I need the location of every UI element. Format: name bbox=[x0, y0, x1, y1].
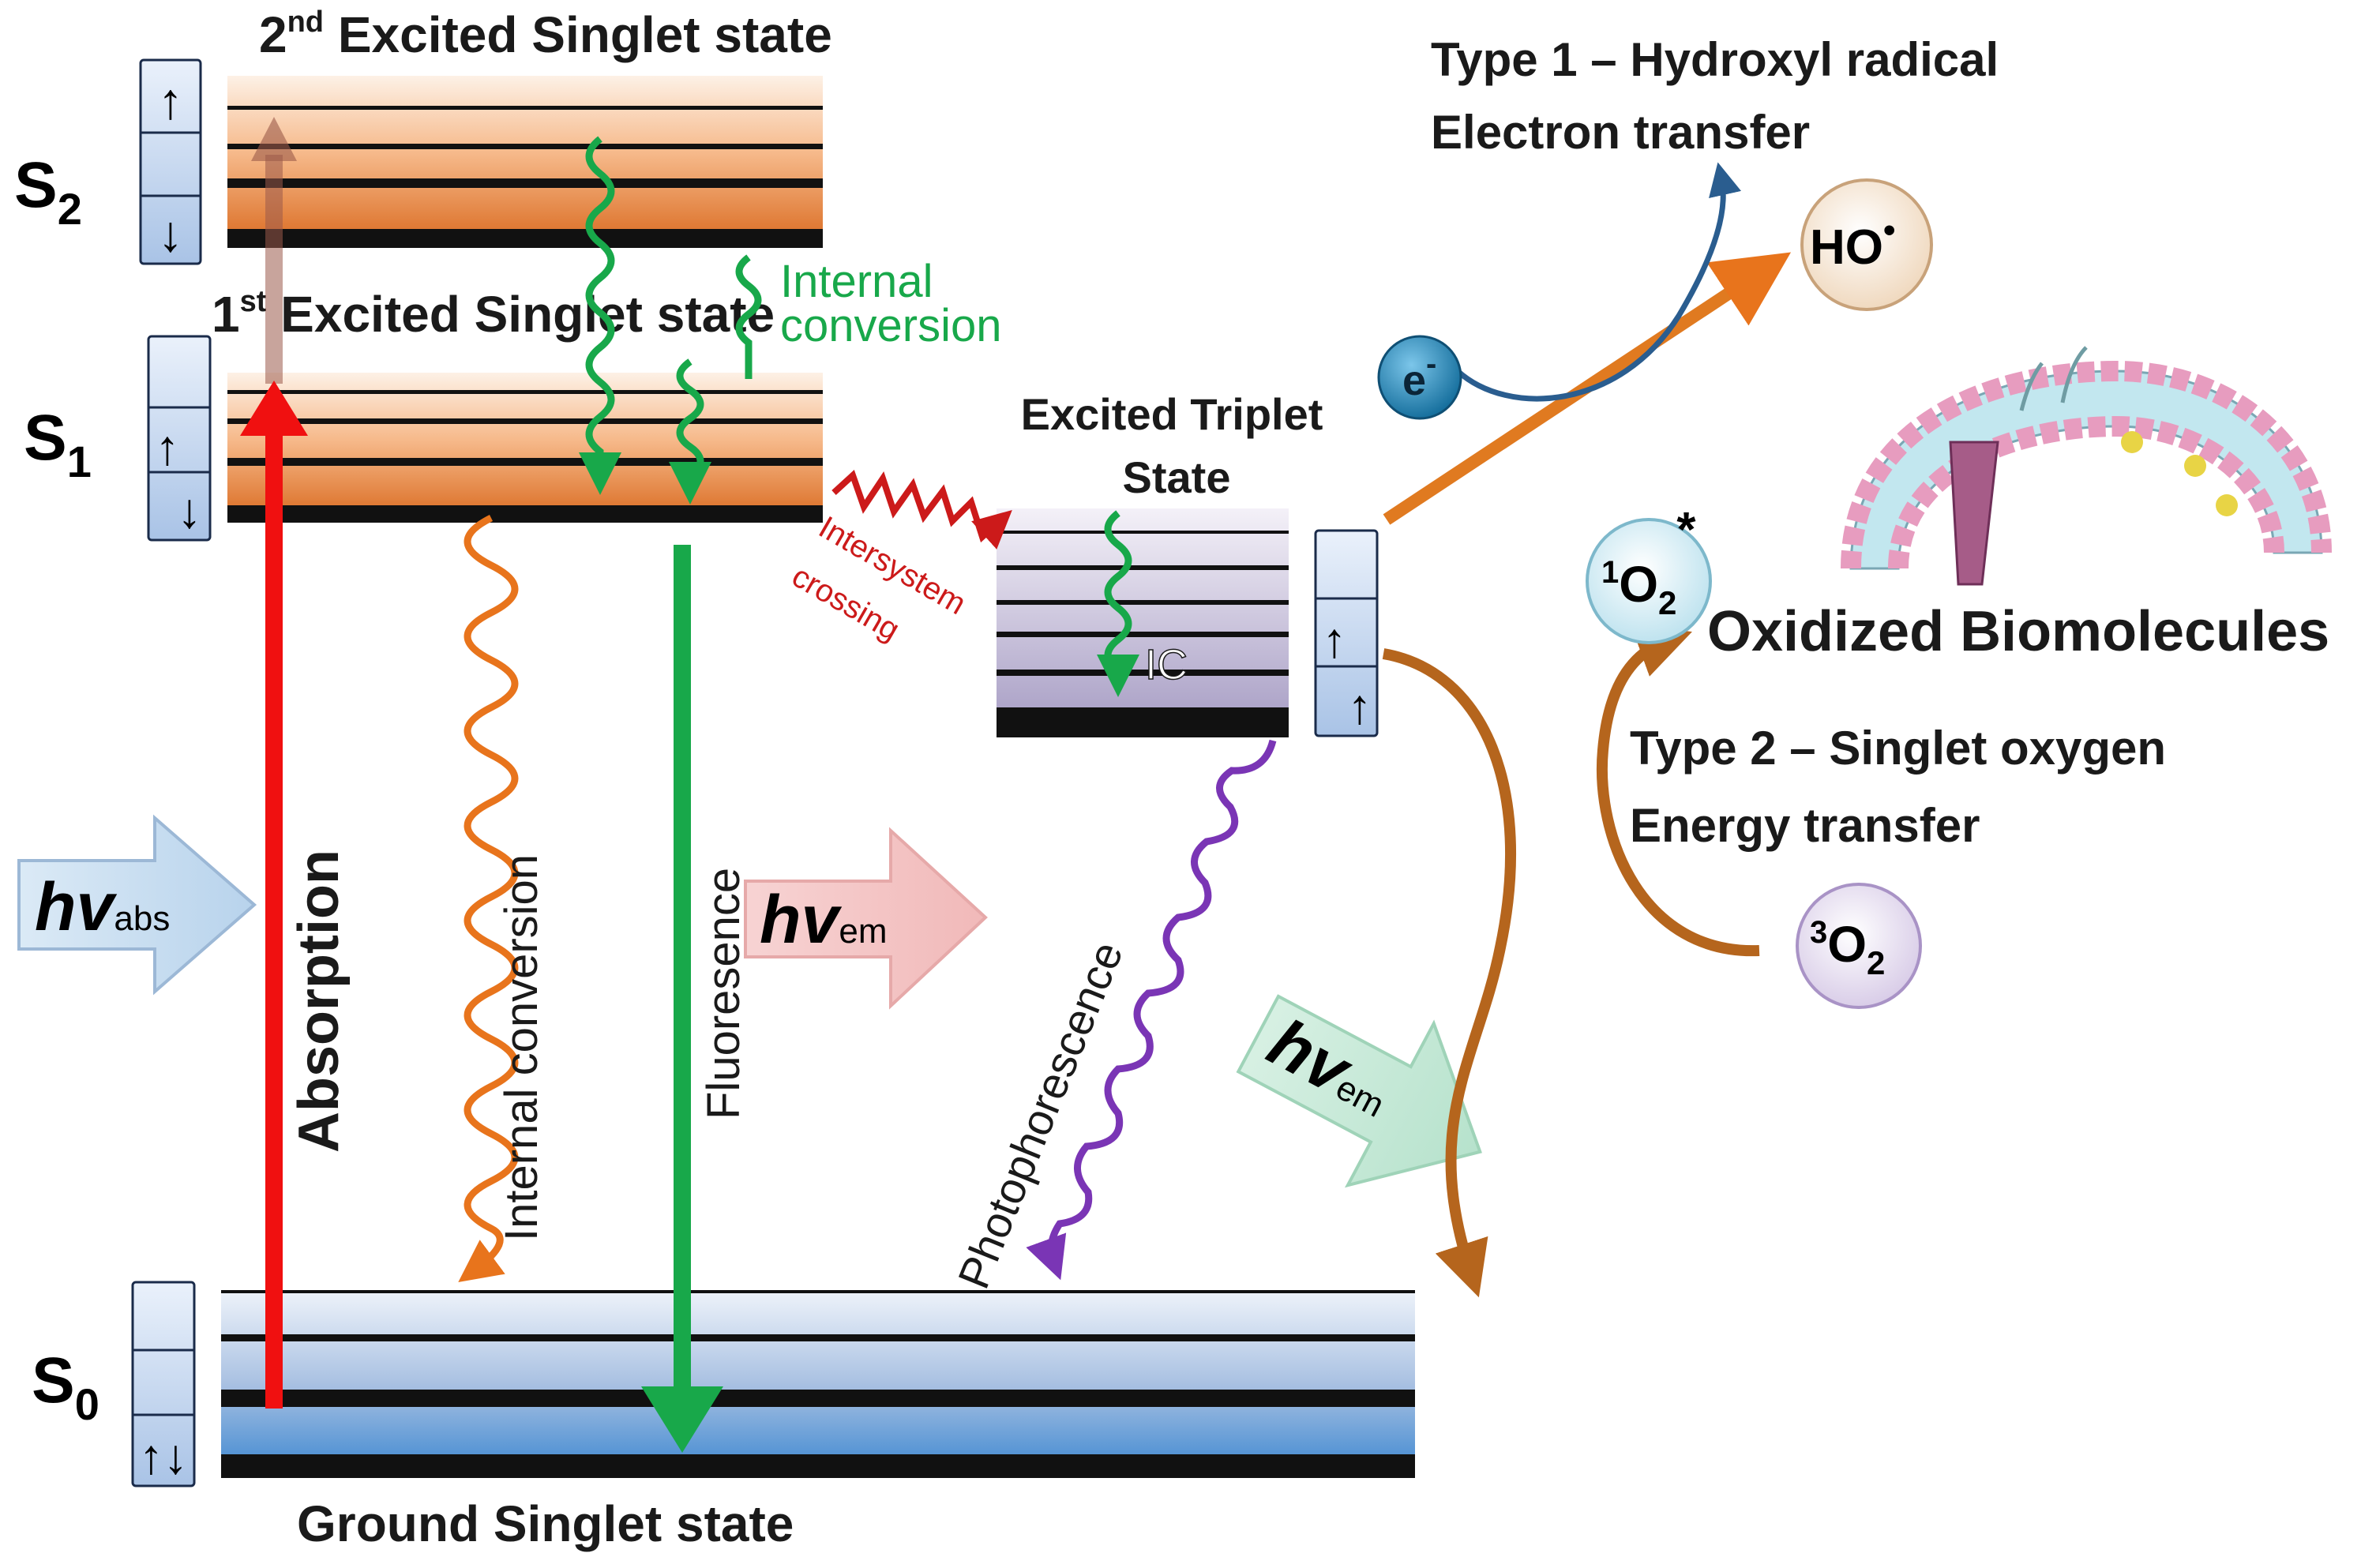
ic-squiggle-s2-s1 bbox=[579, 136, 621, 495]
membrane-illustration bbox=[1841, 346, 2332, 586]
energy-transfer-arrow bbox=[1597, 624, 1760, 957]
type2-line2: Energy transfer bbox=[1630, 799, 1980, 852]
s2-symbol: S2 bbox=[14, 149, 82, 234]
electron-label: e- bbox=[1402, 347, 1436, 404]
absorption-label: Absorption bbox=[287, 850, 351, 1153]
s2-title: 2nd Excited Singlet state bbox=[259, 6, 832, 63]
s0-line-4 bbox=[221, 1454, 1415, 1478]
triplet-spin-box: ↑ ↑ bbox=[1314, 529, 1379, 737]
s2-spin-box: ↑ ↓ bbox=[139, 58, 202, 265]
s0-symbol: S0 bbox=[32, 1345, 99, 1429]
s1-band bbox=[227, 373, 823, 523]
triplet-line-1 bbox=[997, 531, 1289, 534]
triplet-line-5 bbox=[997, 670, 1289, 676]
ic-squiggle-triplet bbox=[1097, 510, 1139, 697]
singlet-oxygen-label: 1O2* bbox=[1601, 503, 1696, 621]
s1-line-1 bbox=[227, 390, 823, 394]
s1-level bbox=[227, 373, 823, 523]
ic-label: IC bbox=[1145, 641, 1188, 688]
triplet-line-6 bbox=[997, 707, 1289, 737]
s0-spin-pair: ↑↓ bbox=[139, 1430, 188, 1484]
absorption-arrow bbox=[240, 117, 308, 1409]
s1-title: 1st Excited Singlet state bbox=[212, 285, 775, 343]
triplet-spin-up-1: ↑ bbox=[1323, 613, 1347, 668]
s1-spin-up: ↑ bbox=[156, 421, 180, 475]
fluorescence-arrow bbox=[641, 545, 723, 1453]
s2-spin-up: ↑ bbox=[158, 73, 183, 129]
s0-band bbox=[221, 1290, 1415, 1478]
triplet-return-arrow bbox=[1382, 648, 1517, 1298]
internal-conversion-vertical-label: Internal conversion bbox=[496, 854, 547, 1241]
s1-spin-down: ↓ bbox=[178, 484, 202, 538]
type2-line1: Type 2 – Singlet oxygen bbox=[1630, 722, 2166, 775]
s0-line-2 bbox=[221, 1334, 1415, 1341]
type1-line2: Electron transfer bbox=[1431, 106, 1810, 159]
hydroxyl-radical-label: HO• bbox=[1810, 211, 1895, 275]
s2-level bbox=[227, 76, 823, 248]
ic-to-ground-wave bbox=[458, 514, 519, 1283]
oxidized-biomolecules-label: Oxidized Biomolecules bbox=[1707, 600, 2329, 663]
s1-symbol: S1 bbox=[24, 402, 92, 486]
absorption-extension bbox=[265, 155, 283, 384]
triplet-line-4 bbox=[997, 632, 1289, 637]
s1-line-4 bbox=[227, 505, 823, 523]
photon-em2-arrow: hvem bbox=[1236, 994, 1482, 1188]
triplet-oxygen-bubble: 3O2 bbox=[1796, 883, 1922, 1009]
s0-title: Ground Singlet state bbox=[297, 1495, 794, 1552]
electron-bubble: e- bbox=[1377, 335, 1462, 420]
triplet-band bbox=[997, 508, 1289, 737]
s2-line-3 bbox=[227, 178, 823, 188]
triplet-oxygen-label: 3O2 bbox=[1810, 915, 1885, 981]
photon-abs-label: hvabs bbox=[35, 869, 170, 945]
fluorescence-label: Fluoresence bbox=[698, 868, 749, 1120]
ic-squiggle-s1-b bbox=[735, 254, 762, 379]
phosphorescence-wave bbox=[1026, 739, 1277, 1281]
triplet-level bbox=[997, 508, 1289, 737]
singlet-oxygen-bubble: 1O2* bbox=[1586, 503, 1712, 644]
s0-line-1 bbox=[221, 1290, 1415, 1293]
triplet-line-3 bbox=[997, 600, 1289, 605]
s2-line-2 bbox=[227, 144, 823, 149]
phosphorescence-label: Photophorescence bbox=[948, 935, 1132, 1296]
internal-conversion-top-line1: Internal bbox=[780, 256, 933, 307]
s1-line-2 bbox=[227, 418, 823, 424]
photon-em1-arrow: hvem bbox=[744, 827, 988, 1010]
ic-squiggle-s1-a bbox=[669, 358, 711, 505]
s1-spin-box: ↑ ↓ bbox=[147, 335, 212, 542]
photon-abs-arrow: hvabs bbox=[17, 814, 257, 996]
electron-transfer-path bbox=[1455, 162, 1742, 402]
s2-line-4 bbox=[227, 229, 823, 248]
triplet-spin-up-2: ↑ bbox=[1348, 680, 1372, 734]
s2-band bbox=[227, 76, 823, 248]
s1-line-3 bbox=[227, 458, 823, 466]
s0-spin-box: ↑↓ bbox=[131, 1281, 196, 1487]
triplet-line-2 bbox=[997, 565, 1289, 570]
absorption-shaft bbox=[265, 426, 283, 1409]
triplet-title-line2: State bbox=[1123, 452, 1231, 502]
type1-line1: Type 1 – Hydroxyl radical bbox=[1431, 33, 1999, 86]
photon-em1-label: hvem bbox=[760, 882, 888, 958]
internal-conversion-top-line2: conversion bbox=[780, 300, 1001, 351]
triplet-title-line1: Excited Triplet bbox=[1021, 389, 1323, 439]
s2-line-1 bbox=[227, 106, 823, 110]
hydroxyl-radical-bubble: HO• bbox=[1800, 178, 1933, 311]
s0-line-3 bbox=[221, 1390, 1415, 1407]
s2-spin-down: ↓ bbox=[158, 205, 183, 262]
s0-level bbox=[221, 1290, 1415, 1478]
absorption-head bbox=[240, 381, 308, 436]
intersystem-crossing-arrow bbox=[831, 469, 1012, 550]
absorption-extension-head bbox=[251, 117, 297, 161]
